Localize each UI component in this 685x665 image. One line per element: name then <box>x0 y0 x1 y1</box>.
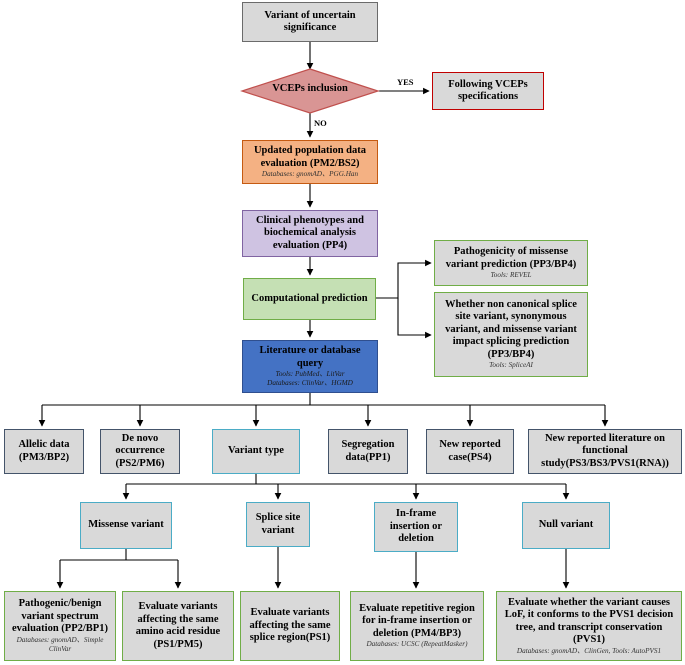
same-amino-acid-label: Evaluate variants affecting the same ami… <box>135 601 221 650</box>
vceps-box: Following VCEPs specifications <box>432 72 544 110</box>
yes-label: YES <box>397 77 414 87</box>
missense-prediction-tools: Tools: REVEL <box>490 271 532 280</box>
spectrum-evaluation-box: Pathogenic/benign variant spectrum evalu… <box>4 591 116 661</box>
new-case-box: New reported case(PS4) <box>426 429 514 474</box>
start-box: Variant of uncertain significance <box>242 2 378 42</box>
splice-prediction-label: Whether non canonical splice site varian… <box>445 298 577 360</box>
functional-study-box: New reported literature on functional st… <box>528 429 682 474</box>
decision-diamond <box>240 68 380 114</box>
phenotype-box: Clinical phenotypes and biochemical anal… <box>242 210 378 257</box>
lof-evaluation-databases: Databases: gnomAD、ClinGen, Tools: AutoPV… <box>516 646 662 655</box>
splice-prediction-box: Whether non canonical splice site varian… <box>434 292 588 377</box>
computational-box: Computational prediction <box>243 278 376 320</box>
decision-label: VCEPs inclusion <box>272 83 348 94</box>
inframe-variant-box: In-frame insertion or deletion <box>374 502 458 552</box>
splice-site-variant-label: Splice site variant <box>255 512 301 536</box>
same-splice-region-label: Evaluate variants affecting the same spl… <box>249 607 331 644</box>
inframe-variant-label: In-frame insertion or deletion <box>389 508 443 545</box>
missense-variant-label: Missense variant <box>88 519 164 531</box>
repetitive-region-box: Evaluate repetitive region for in-frame … <box>350 591 484 661</box>
splice-site-variant-box: Splice site variant <box>246 502 310 547</box>
null-variant-label: Null variant <box>538 519 594 531</box>
computational-label: Computational prediction <box>251 292 368 304</box>
allelic-data-label: Allelic data (PM3/BP2) <box>18 439 70 463</box>
no-label: NO <box>314 118 327 128</box>
variant-type-box: Variant type <box>212 429 300 474</box>
vceps-label: Following VCEPs specifications <box>448 78 528 103</box>
arrow-to-missense-pred <box>376 259 432 299</box>
literature-label: Literature or database query <box>259 345 361 369</box>
population-box: Updated population data evaluation (PM2/… <box>242 140 378 184</box>
variant-type-label: Variant type <box>228 445 284 457</box>
arrow-to-splice-pred <box>397 298 432 339</box>
missense-prediction-label: Pathogenicity of missense variant predic… <box>445 246 577 270</box>
literature-databases: Databases: ClinVar、HGMD <box>267 379 353 387</box>
repetitive-region-label: Evaluate repetitive region for in-frame … <box>359 602 475 639</box>
segregation-box: Segregation data(PP1) <box>328 429 408 474</box>
population-databases: Databases: gnomAD、PGG.Han <box>261 170 359 179</box>
segregation-label: Segregation data(PP1) <box>341 439 395 463</box>
de-novo-box: De novo occurrence (PS2/PM6) <box>100 429 180 474</box>
population-label: Updated population data evaluation (PM2/… <box>253 145 367 169</box>
spectrum-evaluation-label: Pathogenic/benign variant spectrum evalu… <box>12 598 108 635</box>
lof-evaluation-label: Evaluate whether the variant causes LoF,… <box>504 596 674 646</box>
null-variant-box: Null variant <box>522 502 610 549</box>
phenotype-label: Clinical phenotypes and biochemical anal… <box>256 214 364 251</box>
same-splice-region-box: Evaluate variants affecting the same spl… <box>240 591 340 661</box>
start-label: Variant of uncertain significance <box>264 9 356 34</box>
missense-prediction-box: Pathogenicity of missense variant predic… <box>434 240 588 286</box>
splice-prediction-tools: Tools: SpliceAI <box>489 361 533 370</box>
de-novo-label: De novo occurrence (PS2/PM6) <box>115 432 165 469</box>
missense-variant-box: Missense variant <box>80 502 172 549</box>
literature-box: Literature or database query Tools: PubM… <box>242 340 378 393</box>
literature-tools: Tools: PubMed、LitVar <box>275 370 345 379</box>
repetitive-region-databases: Databases: UCSC (RepeatMasker) <box>366 640 468 649</box>
new-case-label: New reported case(PS4) <box>439 439 501 463</box>
functional-study-label: New reported literature on functional st… <box>541 432 669 469</box>
spectrum-evaluation-databases: Databases: gnomAD、Simple ClinVar <box>16 635 104 653</box>
same-amino-acid-box: Evaluate variants affecting the same ami… <box>122 591 234 661</box>
lof-evaluation-box: Evaluate whether the variant causes LoF,… <box>496 591 682 661</box>
allelic-data-box: Allelic data (PM3/BP2) <box>4 429 84 474</box>
